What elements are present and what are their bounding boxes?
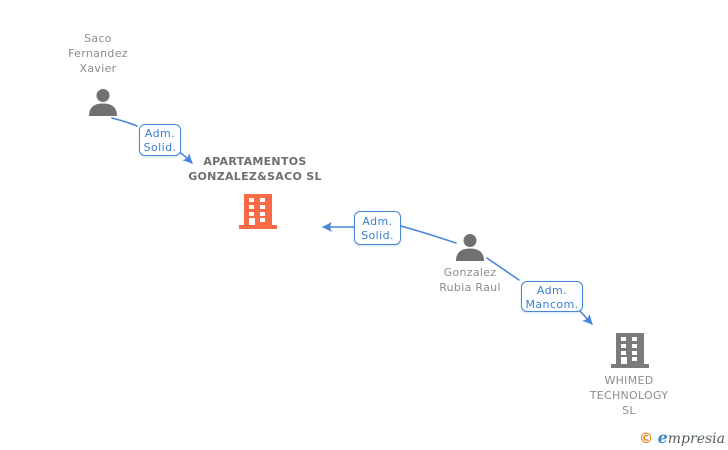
person-icon[interactable]	[88, 89, 118, 116]
relationship-label-adm-solid-2: Adm. Solid.	[354, 211, 401, 245]
relationship-label-line2: Mancom.	[525, 298, 579, 311]
empresia-logo[interactable]: © empresia	[639, 428, 725, 447]
relationship-label-line1: Adm.	[536, 284, 568, 297]
company-name-whimed-technology[interactable]: WHIMED TECHNOLOGY SL	[589, 374, 669, 417]
relationship-label-line2: Solid.	[361, 229, 394, 242]
relationship-label-adm-solid-1: Adm. Solid.	[139, 124, 181, 156]
relationship-label-adm-mancom: Adm. Mancom.	[521, 281, 583, 312]
relationship-label-line1: Adm.	[362, 215, 393, 228]
person-icon[interactable]	[455, 234, 485, 261]
relationship-label-line2: Solid.	[143, 141, 177, 154]
person-name-saco-fernandez-xavier[interactable]: Saco Fernandez Xavier	[68, 32, 128, 75]
person-name-gonzalez-rubia-raul[interactable]: Gonzalez Rubia Raul	[439, 266, 501, 294]
company-name-apartamentos-gonzalez-saco[interactable]: APARTAMENTOS GONZALEZ&SACO SL	[188, 155, 322, 183]
empresia-logo-e: e	[657, 428, 668, 447]
edge-gonzalez-to-apartamentos-tail	[400, 225, 457, 244]
edge-saco-to-apartamentos-tail	[111, 117, 138, 127]
edge-gonzalez-to-whimed-arrow	[578, 309, 593, 325]
building-icon[interactable]	[239, 194, 277, 230]
relationship-label-line1: Adm.	[144, 127, 176, 140]
copyright-icon: ©	[639, 431, 654, 447]
building-icon[interactable]	[611, 333, 649, 369]
empresia-logo-text: mpresia	[667, 431, 725, 447]
